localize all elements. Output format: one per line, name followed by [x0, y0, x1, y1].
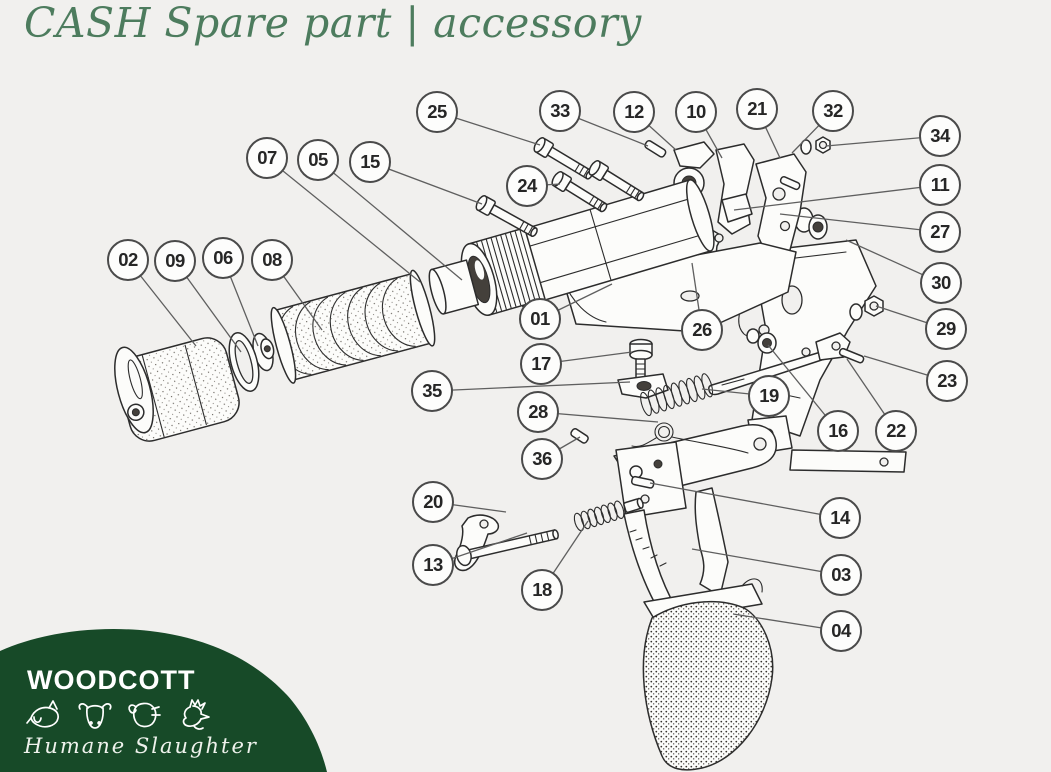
frame-part [613, 424, 777, 617]
main-spring-part [640, 373, 714, 417]
part-callout-08: 08 [251, 239, 293, 281]
washer-parts [228, 332, 275, 392]
part-callout-02: 02 [107, 239, 149, 281]
part-callout-10: 10 [675, 91, 717, 133]
part-callout-20: 20 [412, 481, 454, 523]
part-callout-28: 28 [517, 391, 559, 433]
bolt-parts [475, 137, 667, 238]
part-callout-35: 35 [411, 370, 453, 412]
muzzle-bell-part [114, 337, 240, 442]
part-callout-19: 19 [748, 375, 790, 417]
logo-background-shape [0, 629, 327, 772]
part-callout-09: 09 [154, 240, 196, 282]
cow-icon [78, 703, 112, 729]
logo-tagline: Humane Slaughter [24, 734, 258, 758]
part-callout-30: 30 [920, 262, 962, 304]
leader-line-07 [266, 157, 421, 283]
trigger-screw-part [456, 529, 559, 567]
leader-line-27 [779, 213, 941, 233]
leader-line-05 [317, 159, 463, 281]
trigger-bar-assembly [708, 299, 865, 396]
part-callout-27: 27 [919, 211, 961, 253]
part-callout-24: 24 [506, 165, 548, 207]
circlip-part [228, 332, 260, 392]
part-callout-05: 05 [297, 139, 339, 181]
grip-part [642, 578, 774, 771]
page-title: CASH Spare part | accessory [24, 0, 642, 47]
part-callout-06: 06 [202, 237, 244, 279]
trigger-parts [454, 497, 644, 572]
barrel-neck-part [428, 259, 480, 315]
part-callout-23: 23 [926, 360, 968, 402]
part-callout-04: 04 [820, 610, 862, 652]
leader-line-35 [431, 381, 631, 392]
trigger-spring-part [573, 497, 644, 532]
part-callout-22: 22 [875, 410, 917, 452]
sleeve-part [270, 269, 436, 384]
part-callout-11: 11 [919, 164, 961, 206]
part-callout-34: 34 [919, 115, 961, 157]
part-callout-16: 16 [817, 410, 859, 452]
part-callout-13: 13 [412, 544, 454, 586]
logo-brand-text: WOODCOTT [27, 665, 196, 695]
part-callout-07: 07 [246, 137, 288, 179]
adjuster-screw-part [629, 338, 653, 380]
pig-icon [26, 700, 60, 728]
part-callout-14: 14 [819, 497, 861, 539]
part-callout-01: 01 [519, 298, 561, 340]
part-callout-25: 25 [416, 91, 458, 133]
part-callout-18: 18 [521, 569, 563, 611]
part-callout-29: 29 [925, 308, 967, 350]
part-callout-32: 32 [812, 90, 854, 132]
leader-line-11 [733, 184, 941, 211]
part-callout-36: 36 [521, 438, 563, 480]
part-callout-26: 26 [681, 309, 723, 351]
part-callout-17: 17 [520, 343, 562, 385]
part-callout-15: 15 [349, 141, 391, 183]
pin-part [838, 347, 865, 364]
sear-spring-part [631, 422, 749, 454]
part-callout-21: 21 [736, 88, 778, 130]
logo-animal-icons [24, 697, 216, 733]
barrel-collar-part [460, 227, 546, 316]
part-callout-12: 12 [613, 91, 655, 133]
leader-line-03 [691, 548, 842, 576]
part-callout-33: 33 [539, 90, 581, 132]
part-callout-03: 03 [820, 554, 862, 596]
woodcott-logo: WOODCOTT [0, 627, 336, 772]
rooster-icon [182, 699, 210, 730]
leader-line-14 [649, 482, 841, 519]
sheep-icon [128, 702, 161, 728]
